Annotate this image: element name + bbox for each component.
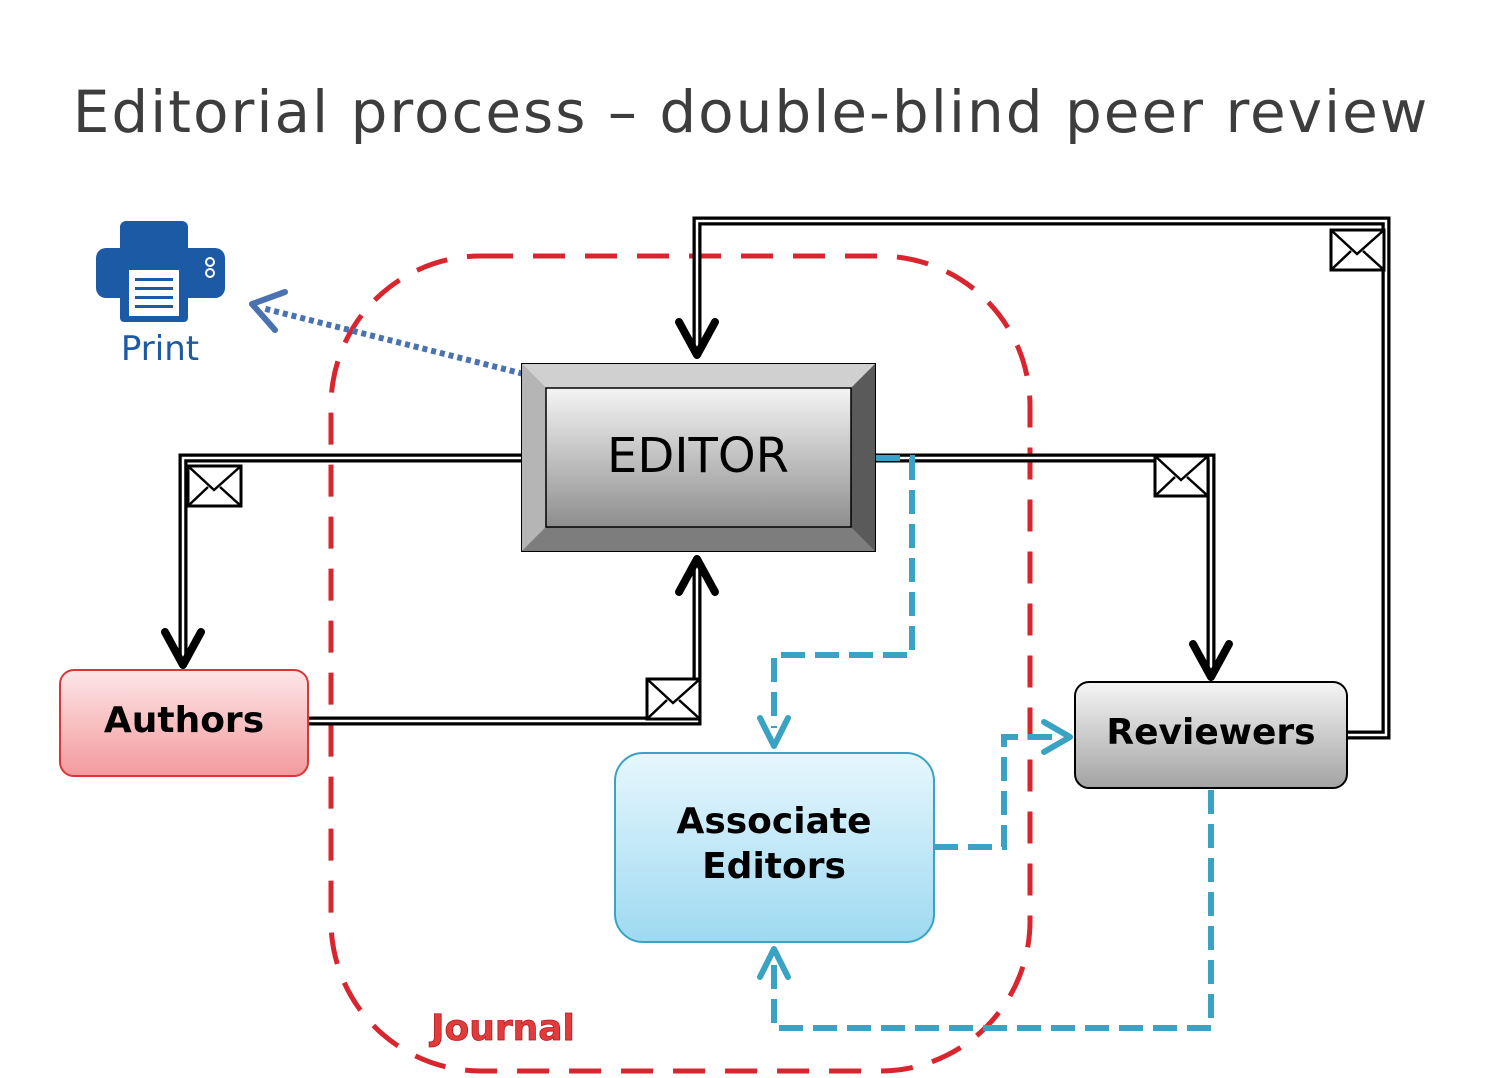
print-arrowhead bbox=[249, 289, 288, 333]
associate-editors-label-line1: Associate bbox=[676, 801, 871, 842]
printer-icon bbox=[96, 221, 225, 322]
print-flow bbox=[261, 305, 533, 379]
arrow-to-authors bbox=[161, 628, 205, 669]
authors-node: Authors bbox=[59, 669, 309, 777]
journal-label: Journal bbox=[428, 1008, 575, 1049]
envelope-icon bbox=[1329, 228, 1386, 272]
associate-editors-node: Associate Editors bbox=[614, 752, 935, 943]
envelope-icon bbox=[186, 464, 243, 508]
editor-node: EDITOR bbox=[521, 363, 876, 552]
associate-arrowheads bbox=[757, 715, 1073, 980]
reviewers-label: Reviewers bbox=[1106, 712, 1315, 753]
associate-flows bbox=[771, 455, 1214, 1031]
editor-label: EDITOR bbox=[607, 428, 789, 484]
reviewers-node: Reviewers bbox=[1074, 681, 1348, 789]
arrow-to-reviewers bbox=[1189, 640, 1233, 681]
black-arrowheads bbox=[161, 318, 1233, 681]
arrow-to-editor-bottom bbox=[675, 555, 719, 596]
associate-editors-label-line2: Editors bbox=[702, 846, 846, 887]
arrow-to-editor-top bbox=[675, 318, 719, 359]
envelope-icon bbox=[645, 677, 702, 721]
envelope-icon bbox=[1153, 454, 1210, 498]
authors-label: Authors bbox=[104, 700, 264, 741]
page-title: Editorial process – double-blind peer re… bbox=[72, 78, 1430, 146]
journal-boundary bbox=[328, 253, 1033, 1074]
black-flows bbox=[178, 216, 1391, 740]
print-label: Print bbox=[121, 329, 199, 369]
